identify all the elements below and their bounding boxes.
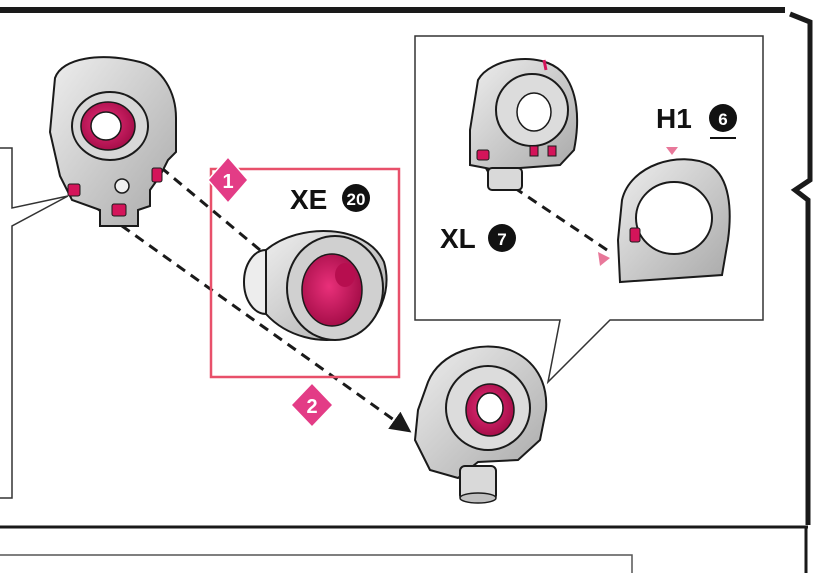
part-number-h1: 6 (718, 110, 727, 129)
part-number-badge-xe (342, 184, 370, 212)
part-number-badge-h1 (709, 104, 737, 132)
part-number-xl: 7 (497, 230, 506, 249)
part-label-xl: XL (440, 223, 476, 254)
highlight-box (209, 167, 401, 379)
part-label-xe: XE (290, 184, 327, 215)
ring-part-h1 (598, 147, 731, 284)
svg-text:1: 1 (222, 171, 233, 193)
housing-part-assembled (413, 345, 548, 504)
part-label-h1: H1 (656, 103, 692, 134)
left-callout-bubble (0, 147, 69, 499)
cylinder-connector-xe (243, 229, 388, 341)
housing-part-top-left (48, 56, 177, 227)
part-number-xe: 20 (347, 190, 366, 209)
svg-text:2: 2 (306, 396, 317, 418)
dial-part-xl (469, 58, 579, 191)
part-number-badge-xl (488, 224, 516, 252)
page-frame (0, 7, 813, 573)
step-2-marker: 2 (289, 381, 335, 429)
step-1-marker: 1 (207, 155, 249, 205)
